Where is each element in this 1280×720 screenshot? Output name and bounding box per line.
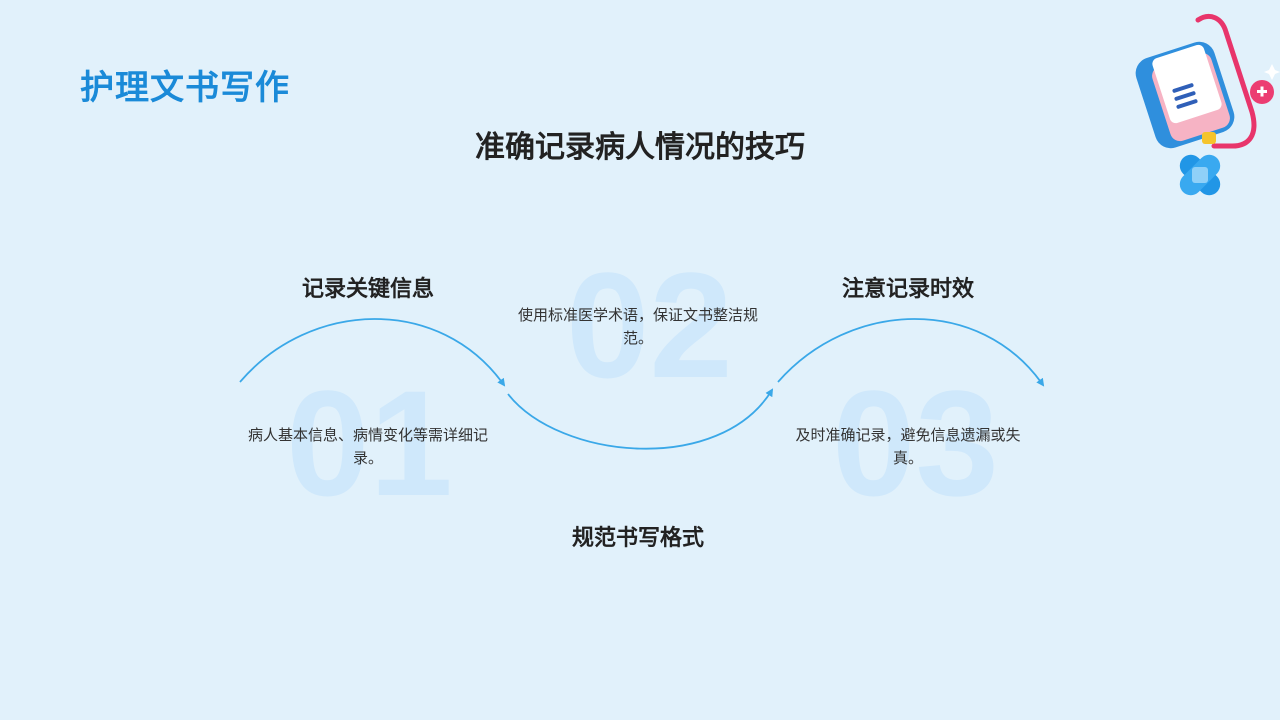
- wave-segment-2: [507, 388, 774, 450]
- iv-bag-icon: [1135, 14, 1274, 149]
- step-2-heading: 规范书写格式: [571, 526, 704, 551]
- step-3-description: 及时准确记录，避免信息遗漏或失真。: [795, 426, 1021, 467]
- step-3-heading: 注意记录时效: [841, 277, 974, 302]
- medical-illustration: [1135, 14, 1280, 196]
- sparkle-icon: [1264, 64, 1280, 80]
- step-3-number: 03: [832, 359, 999, 527]
- wave-segment-1: [239, 318, 506, 387]
- step-1-number: 01: [286, 359, 453, 527]
- step-1-description: 病人基本信息、病情变化等需详细记录。: [248, 426, 489, 467]
- slide-subtitle: 准确记录病人情况的技巧: [475, 130, 805, 165]
- step-2-number: 02: [566, 241, 733, 409]
- wave-segment-3: [777, 318, 1045, 387]
- bandage-icon: [1179, 154, 1221, 196]
- step-1-heading: 记录关键信息: [301, 277, 434, 302]
- step-2-description: 使用标准医学术语，保证文书整洁规范。: [518, 306, 759, 347]
- slide-title: 护理文书写作: [80, 68, 290, 108]
